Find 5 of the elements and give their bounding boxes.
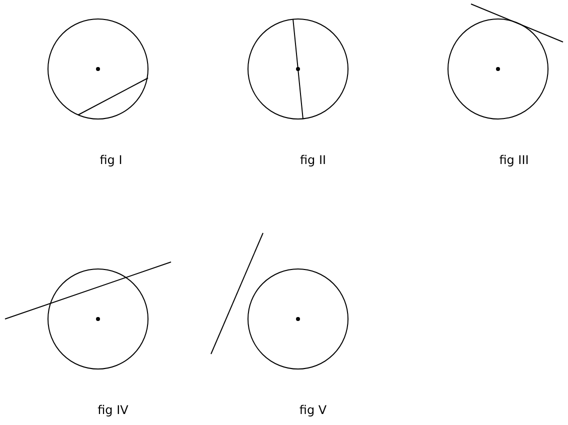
figure-caption: fig I <box>100 153 122 167</box>
figure-caption: fig III <box>499 153 529 167</box>
figure-caption: fig IV <box>98 403 128 417</box>
figure-caption: fig II <box>300 153 326 167</box>
figure-caption: fig V <box>299 403 327 417</box>
